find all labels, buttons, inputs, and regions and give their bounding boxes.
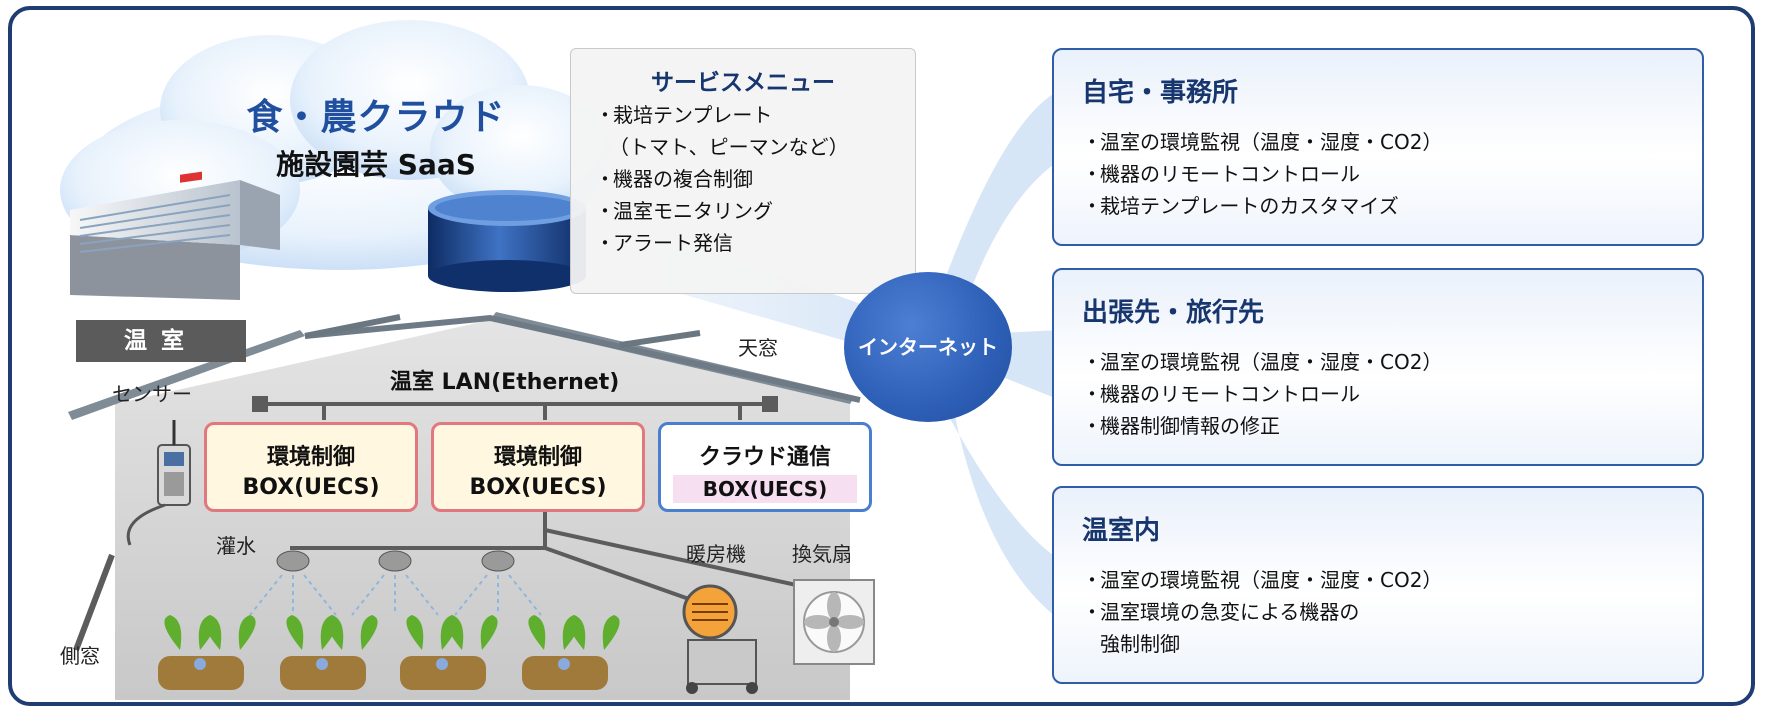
data-center-building [70,171,280,300]
panel-item: ・機器のリモートコントロール [1082,382,1360,406]
panel-item: ・温室の環境監視（温度・湿度・CO2） [1082,568,1443,592]
ventilation-fan [793,579,875,665]
cloud-title: 食・農クラウド [246,97,506,138]
panel-item: ・温室の環境監視（温度・湿度・CO2） [1082,130,1443,154]
service-menu-list: ・栽培テンプレート （トマト、ピーマンなど） ・機器の複合制御 ・温室モニタリン… [595,99,849,259]
panel-in-greenhouse: 温室内 ・温室の環境監視（温度・湿度・CO2） ・温室環境の急変による機器の 強… [1052,486,1704,684]
heater-device [682,584,758,694]
panel-title: 自宅・事務所 [1082,78,1239,108]
panel-item: ・栽培テンプレートのカスタマイズ [1082,194,1399,218]
greenhouse-label: 温室 [76,320,246,362]
panel-item-list: ・温室の環境監視（温度・湿度・CO2） ・温室環境の急変による機器の 強制制御 [1082,564,1442,660]
panel-item: ・機器のリモートコントロール [1082,162,1360,186]
service-menu-box: サービスメニュー ・栽培テンプレート （トマト、ピーマンなど） ・機器の複合制御… [570,48,916,294]
sensor-device [126,420,191,546]
lan-label: 温室 LAN(Ethernet) [390,370,620,395]
panel-item: ・温室環境の急変による機器の [1082,600,1360,624]
heater-label: 暖房機 [686,542,746,566]
env-control-box-1: 環境制御 BOX(UECS) [204,422,418,512]
service-menu-item: ・機器の複合制御 [595,167,753,191]
irrigation-label: 灌水 [216,534,256,558]
panel-item: ・機器制御情報の修正 [1082,414,1280,438]
panel-item-list: ・温室の環境監視（温度・湿度・CO2） ・機器のリモートコントロール ・機器制御… [1082,346,1442,442]
internet-node: インターネット [844,272,1012,422]
sensor-label: センサー [112,382,192,406]
panel-item-continued: 強制制御 [1100,632,1180,656]
panel-item-list: ・温室の環境監視（温度・湿度・CO2） ・機器のリモートコントロール ・栽培テン… [1082,126,1442,222]
panel-home-office: 自宅・事務所 ・温室の環境監視（温度・湿度・CO2） ・機器のリモートコントロー… [1052,48,1704,246]
panel-title: 温室内 [1082,516,1161,546]
cloud-subtitle: 施設園芸 SaaS [276,148,476,181]
service-menu-item: ・栽培テンプレート [595,103,773,127]
service-menu-item: ・温室モニタリング [595,199,773,223]
database-cylinder [428,190,586,292]
panel-travel: 出張先・旅行先 ・温室の環境監視（温度・湿度・CO2） ・機器のリモートコントロ… [1052,268,1704,466]
side-window-label: 側窓 [60,644,100,668]
skylight-label: 天窓 [738,336,778,360]
panel-item: ・温室の環境監視（温度・湿度・CO2） [1082,350,1443,374]
env-control-box-2: 環境制御 BOX(UECS) [431,422,645,512]
fan-label: 換気扇 [792,542,852,566]
panel-title: 出張先・旅行先 [1082,298,1265,328]
service-menu-item: ・アラート発信 [595,231,733,255]
plant-pots [158,615,620,690]
service-menu-item-note: （トマト、ピーマンなど） [609,135,849,159]
service-menu-title: サービスメニュー [651,70,835,96]
sprinklers [249,550,542,616]
cloud-comm-box: クラウド通信 BOX(UECS) [658,422,872,512]
